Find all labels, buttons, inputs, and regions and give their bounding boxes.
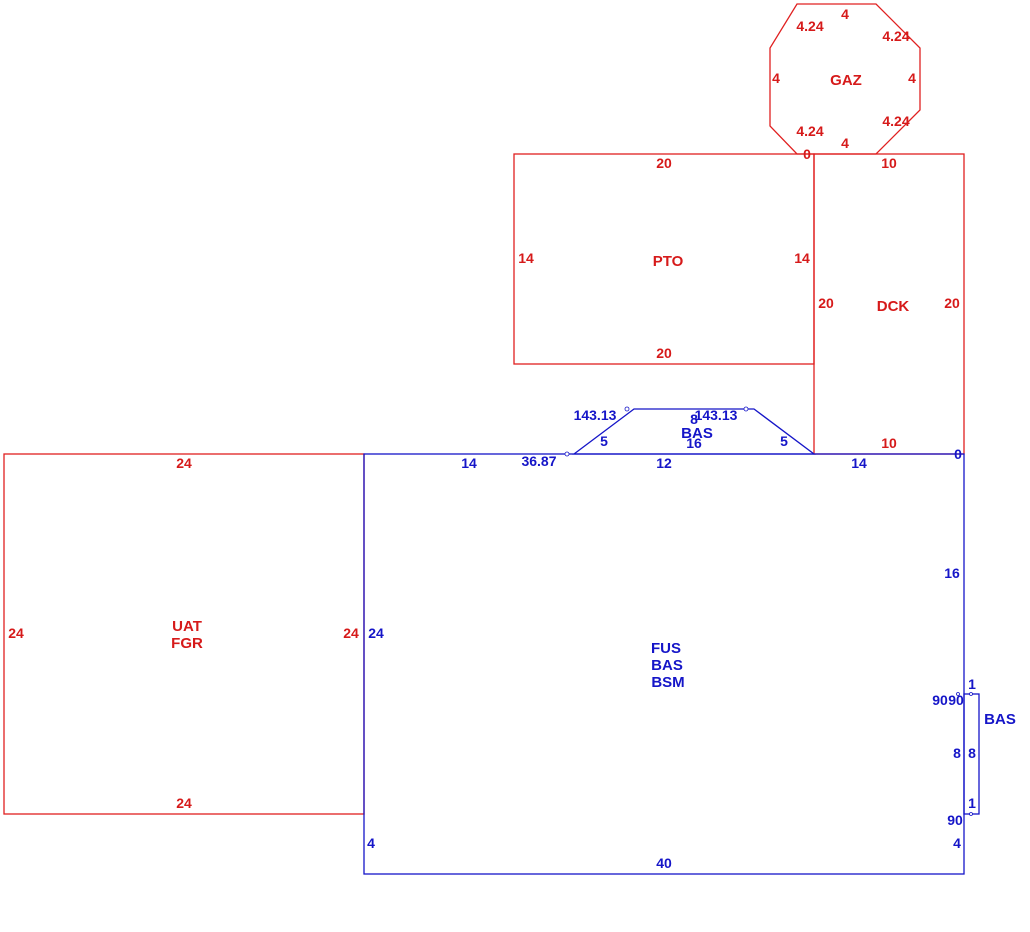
angle-marker — [969, 812, 973, 816]
uat-left-dimension: 24 — [8, 625, 24, 641]
bay-top-angle-right: 143.13 — [695, 407, 738, 423]
dck-bottom-dimension: 10 — [881, 435, 897, 451]
gaz-bottom-right-dimension: 4.24 — [882, 113, 909, 129]
pto-top-dimension: 20 — [656, 155, 672, 171]
uat-bottom-dimension: 24 — [176, 795, 192, 811]
bay-right-bottom-dimension: 1 — [968, 795, 976, 811]
gaz-bottom-dimension: 4 — [841, 135, 849, 151]
angle-marker — [969, 692, 973, 696]
fus-bsm-area-label: BSM — [651, 674, 684, 691]
bay-right-area-label: BAS — [984, 711, 1016, 728]
gaz-zero-label: 0 — [803, 146, 811, 162]
gaz-right-dimension: 4 — [908, 70, 916, 86]
dck-top-dimension: 10 — [881, 155, 897, 171]
fus-top-mid-dimension: 12 — [656, 455, 672, 471]
bay-right-angle-bottom: 90 — [947, 812, 963, 828]
uat-right-dimension: 24 — [343, 625, 359, 641]
fus-left-dimension: 24 — [368, 625, 384, 641]
fus-bas-area-label: BAS — [651, 657, 683, 674]
fus-right-dimension: 16 — [944, 565, 960, 581]
fgr-area-label: FGR — [171, 635, 203, 652]
uat-area-label: UAT — [172, 618, 202, 635]
dck-right-dimension: 20 — [944, 295, 960, 311]
fus-bottom-dimension: 40 — [656, 855, 672, 871]
angle-marker — [956, 692, 960, 696]
pto-area-label: PTO — [653, 253, 684, 270]
fus-right-bottom-dimension: 4 — [953, 835, 961, 851]
bay-right-depth-left: 8 — [953, 745, 961, 761]
bay-right-angle-top-right: 90 — [948, 692, 964, 708]
dck-area-label: DCK — [877, 298, 910, 315]
bay-top-outline — [572, 408, 816, 455]
dck-zero-label: 0 — [954, 446, 962, 462]
angle-marker — [564, 451, 570, 457]
angle-marker — [624, 406, 630, 412]
bay-top-area-label: BAS — [681, 425, 713, 442]
bay-right-top-dimension: 1 — [968, 676, 976, 692]
bay-right-angle-top-left: 90 — [932, 692, 948, 708]
fus-top-left-dimension: 14 — [461, 455, 477, 471]
bay-top-top-dimension: 8 — [690, 411, 698, 427]
angle-marker — [743, 406, 749, 412]
uat-top-dimension: 24 — [176, 455, 192, 471]
pto-right-dimension: 14 — [794, 250, 810, 266]
gaz-bottom-left-dimension: 4.24 — [796, 123, 823, 139]
bay-top-angle-bottom: 36.87 — [521, 453, 556, 469]
bay-top-base-dimension: 16 — [686, 435, 702, 451]
gaz-top-right-dimension: 4.24 — [882, 28, 909, 44]
dck-left-dimension: 20 — [818, 295, 834, 311]
gaz-area-label: GAZ — [830, 72, 862, 89]
pto-left-dimension: 14 — [518, 250, 534, 266]
gaz-top-dimension: 4 — [841, 6, 849, 22]
bay-right-depth-right: 8 — [968, 745, 976, 761]
fus-area-label: FUS — [651, 640, 681, 657]
bay-top-right-dimension: 5 — [780, 433, 788, 449]
bay-top-angle-left: 143.13 — [574, 407, 617, 423]
pto-bottom-dimension: 20 — [656, 345, 672, 361]
gaz-top-left-dimension: 4.24 — [796, 18, 823, 34]
fus-left-bottom-dimension: 4 — [367, 835, 375, 851]
bay-top-left-dimension: 5 — [600, 433, 608, 449]
fus-top-right-dimension: 14 — [851, 455, 867, 471]
gaz-left-dimension: 4 — [772, 70, 780, 86]
